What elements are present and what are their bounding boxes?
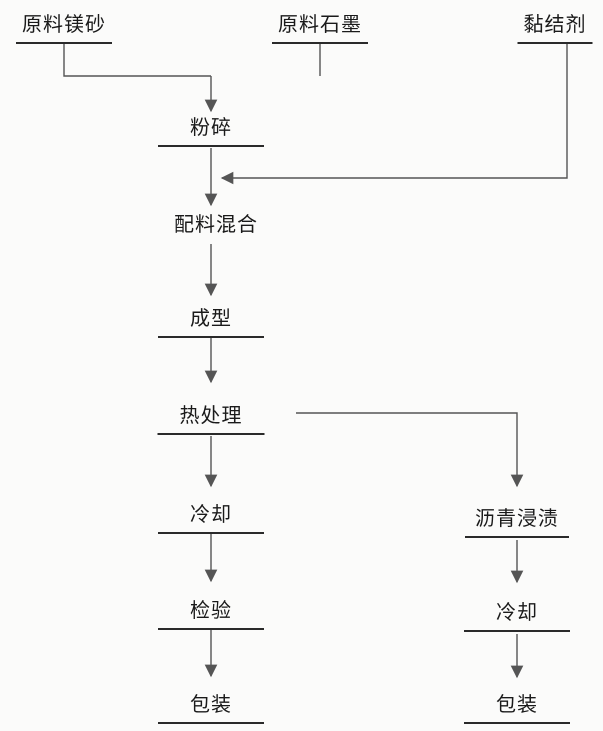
node-crushing: 粉碎 — [158, 115, 264, 147]
node-binder: 黏结剂 — [517, 12, 593, 44]
node-cooling-1: 冷却 — [158, 502, 264, 534]
node-cooling-2-label: 冷却 — [496, 600, 538, 624]
node-cooling-2-underline — [464, 630, 570, 632]
node-raw-graphite: 原料石墨 — [272, 12, 368, 44]
node-batching-mixing-label: 配料混合 — [174, 212, 258, 236]
node-binder-label: 黏结剂 — [523, 12, 587, 36]
node-binder-underline — [517, 42, 593, 44]
node-inspection-underline — [158, 628, 264, 630]
node-packing-2-underline — [464, 722, 570, 724]
node-heat-treatment: 热处理 — [157, 403, 265, 435]
node-packing-2: 包装 — [464, 692, 570, 724]
node-cooling-1-underline — [158, 532, 264, 534]
node-packing-1: 包装 — [158, 692, 264, 724]
node-cooling-1-label: 冷却 — [190, 502, 232, 526]
node-raw-graphite-label: 原料石墨 — [278, 12, 362, 36]
node-cooling-2: 冷却 — [464, 600, 570, 632]
node-inspection-label: 检验 — [190, 598, 232, 622]
node-packing-1-underline — [158, 722, 264, 724]
node-pitch-impregnation-label: 沥青浸渍 — [475, 506, 559, 530]
node-heat-treatment-underline — [157, 433, 265, 435]
node-heat-treatment-label: 热处理 — [179, 403, 243, 427]
node-inspection: 检验 — [158, 598, 264, 630]
node-packing-2-label: 包装 — [496, 692, 538, 716]
node-forming-label: 成型 — [190, 306, 232, 330]
node-raw-magnesia-underline — [16, 42, 112, 44]
node-crushing-underline — [158, 145, 264, 147]
node-forming: 成型 — [158, 306, 264, 338]
edge-magnesia — [63, 44, 211, 77]
node-crushing-label: 粉碎 — [190, 115, 232, 139]
node-pitch-impregnation: 沥青浸渍 — [465, 506, 569, 538]
node-packing-1-label: 包装 — [190, 692, 232, 716]
node-batching-mixing: 配料混合 — [168, 212, 264, 244]
node-raw-magnesia: 原料镁砂 — [16, 12, 112, 44]
edge-heat-to-pitch — [296, 412, 524, 488]
node-forming-underline — [158, 336, 264, 338]
node-raw-magnesia-label: 原料镁砂 — [22, 12, 106, 36]
node-pitch-impregnation-underline — [465, 536, 569, 538]
node-raw-graphite-underline — [272, 42, 368, 44]
edge-binder — [220, 44, 568, 185]
